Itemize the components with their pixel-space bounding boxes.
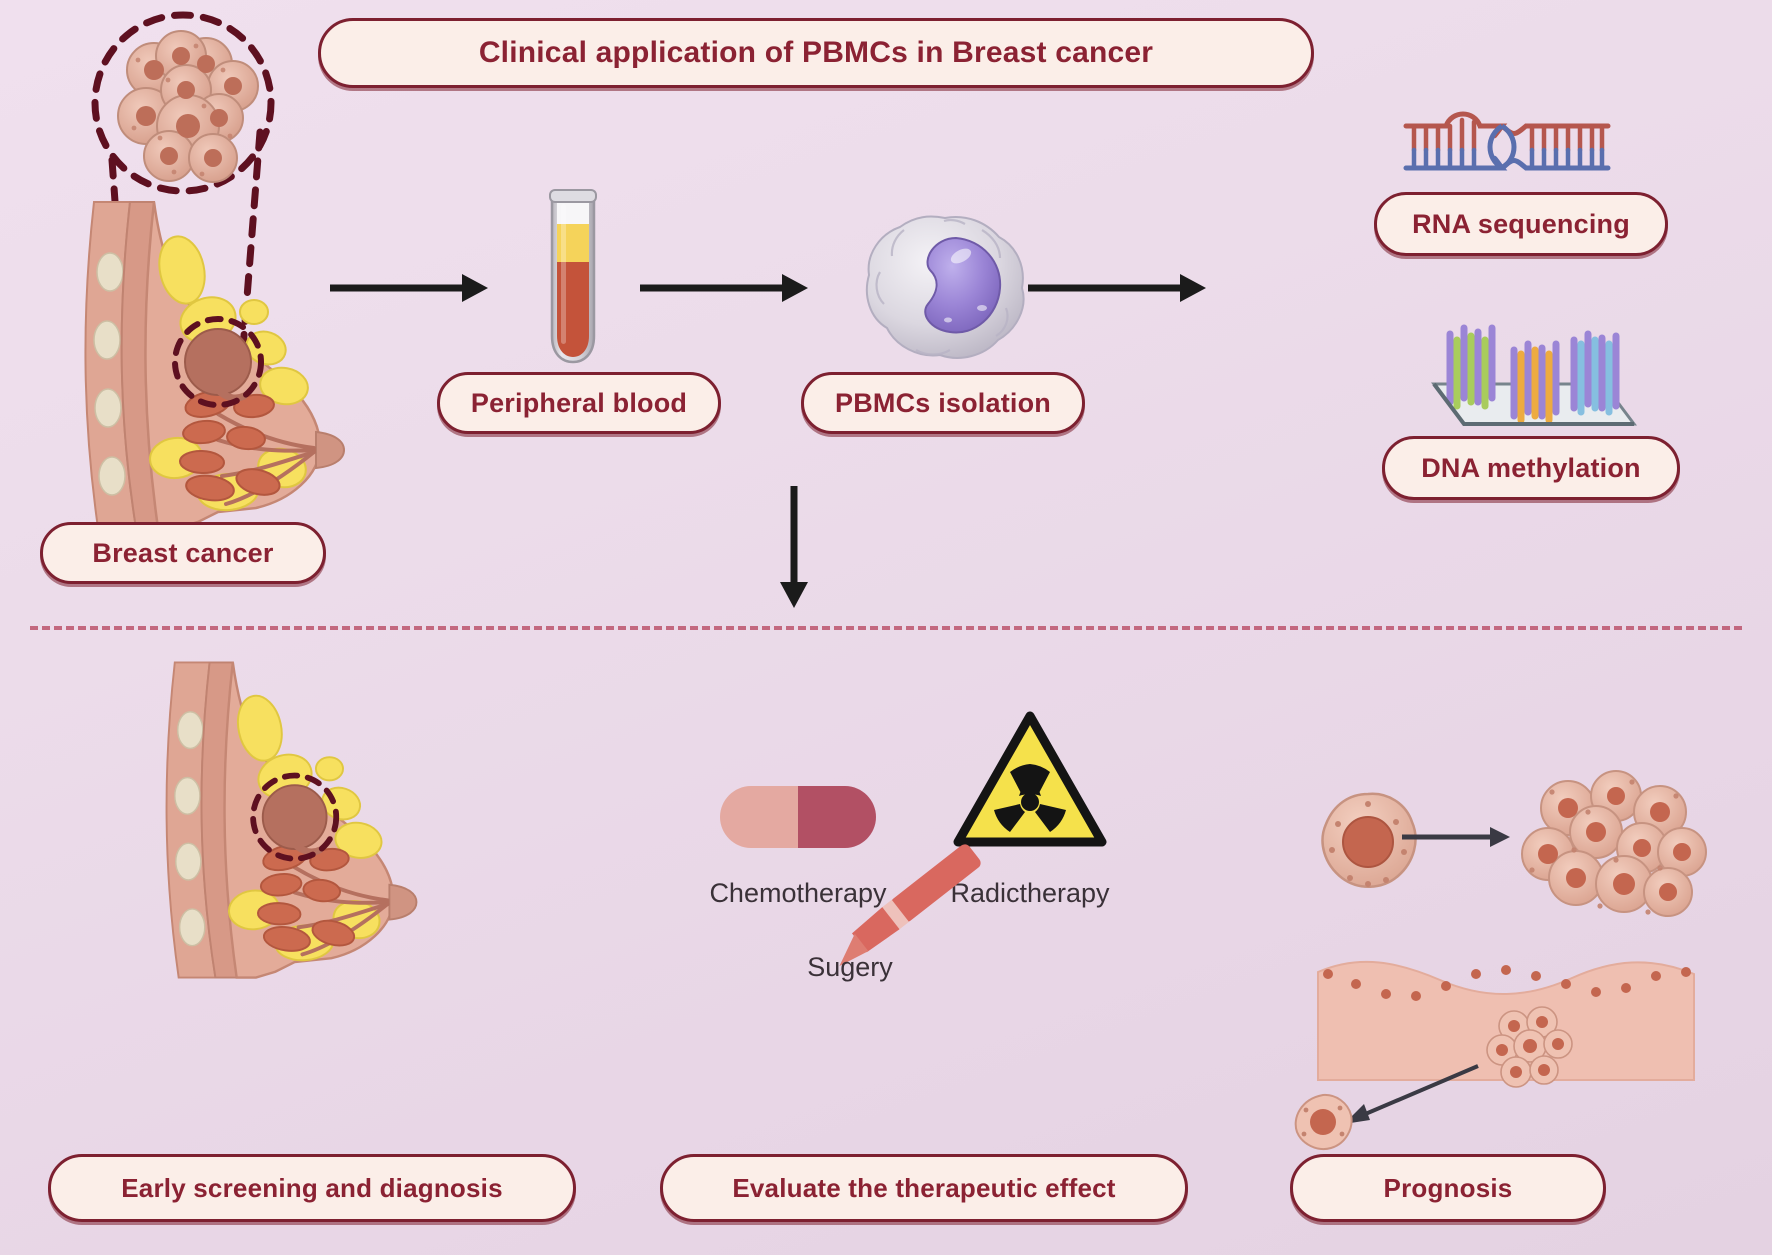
page-title: Clinical application of PBMCs in Breast … bbox=[478, 36, 1154, 69]
treatment-label-text: Chemotherapy bbox=[709, 878, 887, 908]
figure-title-pill: Clinical application of PBMCs in Breast … bbox=[318, 18, 1314, 88]
arrow-breast-to-blood bbox=[330, 268, 490, 308]
step-label-text: Breast cancer bbox=[92, 537, 274, 568]
treatment-label-chemotherapy: Chemotherapy bbox=[638, 878, 958, 909]
step-label-text: PBMCs isolation bbox=[834, 387, 1052, 418]
radiation-hazard-icon bbox=[952, 710, 1108, 850]
blood-collection-tube-icon bbox=[540, 186, 606, 366]
methylation-array-chip-icon bbox=[1408, 310, 1638, 440]
assay-label-text: DNA methylation bbox=[1421, 452, 1641, 483]
treatment-label-text: Radictherapy bbox=[950, 878, 1110, 908]
application-label-text: Early screening and diagnosis bbox=[121, 1172, 503, 1203]
tumor-cell-cluster-icon-prognosis bbox=[1512, 768, 1712, 928]
section-divider bbox=[30, 626, 1742, 630]
scalpel-icon bbox=[802, 838, 1022, 968]
pbmc-cell-icon bbox=[860, 212, 1030, 362]
treatment-label-radictherapy: Radictherapy bbox=[880, 878, 1180, 909]
step-label-text: Peripheral blood bbox=[470, 387, 688, 418]
application-pill-early-screening: Early screening and diagnosis bbox=[48, 1154, 576, 1222]
assay-label-dna-methylation: DNA methylation bbox=[1382, 436, 1680, 500]
pill-capsule-icon bbox=[718, 784, 878, 850]
treatment-label-text: Sugery bbox=[807, 952, 893, 982]
circulating-tumor-cell-icon bbox=[1290, 1092, 1356, 1154]
breast-anatomy-icon bbox=[58, 200, 358, 530]
treatment-label-sugery: Sugery bbox=[720, 952, 980, 983]
assay-label-text: RNA sequencing bbox=[1412, 208, 1630, 239]
step-label-pbmcs-isolation: PBMCs isolation bbox=[801, 372, 1085, 434]
breast-anatomy-icon-bottom bbox=[140, 660, 430, 980]
arrow-pbmc-to-assays bbox=[1028, 268, 1208, 308]
rna-strand-icon bbox=[1402, 110, 1612, 186]
step-label-peripheral-blood: Peripheral blood bbox=[437, 372, 721, 434]
assay-label-rna-sequencing: RNA sequencing bbox=[1374, 192, 1668, 256]
application-label-text: Prognosis bbox=[1383, 1172, 1513, 1203]
arrow-proliferation bbox=[1402, 822, 1512, 852]
tumor-cell-cluster-icon bbox=[78, 8, 288, 198]
tissue-invasion-icon bbox=[1290, 940, 1720, 1100]
application-pill-evaluate-effect: Evaluate the therapeutic effect bbox=[660, 1154, 1188, 1222]
step-label-breast-cancer: Breast cancer bbox=[40, 522, 326, 584]
application-pill-prognosis: Prognosis bbox=[1290, 1154, 1606, 1222]
single-tumor-cell-icon bbox=[1308, 788, 1428, 898]
arrow-down-to-applications bbox=[772, 486, 816, 610]
application-label-text: Evaluate the therapeutic effect bbox=[732, 1172, 1116, 1203]
arrow-blood-to-pbmc bbox=[640, 268, 810, 308]
